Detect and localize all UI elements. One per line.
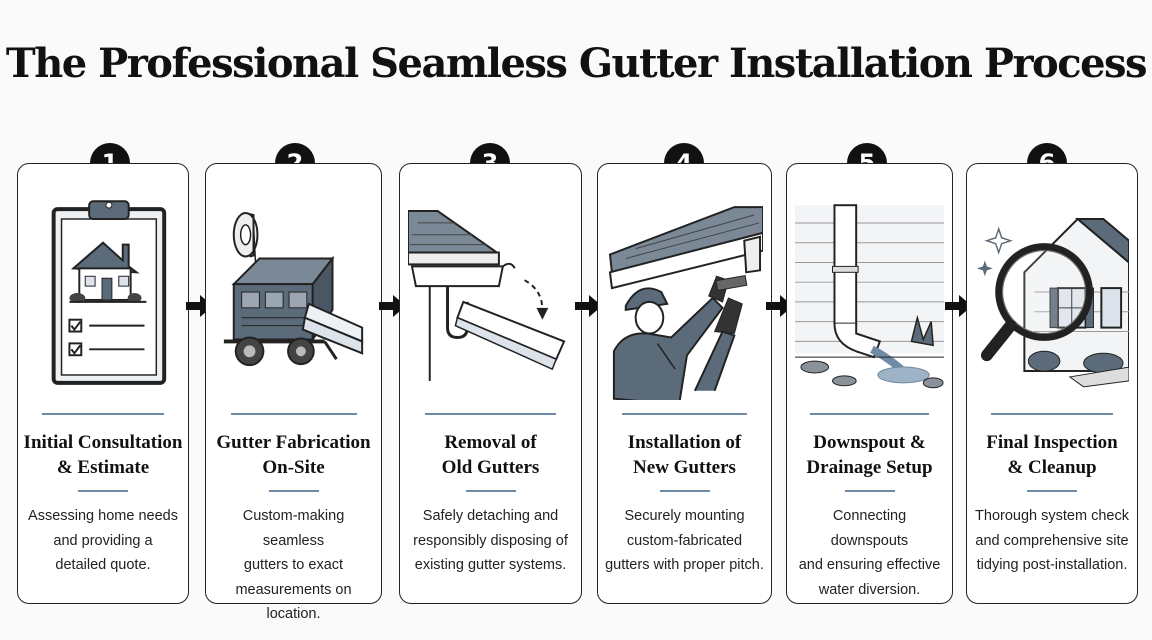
step-1-description: Assessing home needs and providing a det… xyxy=(28,508,178,573)
divider xyxy=(1027,490,1077,492)
step-3-description: Safely detaching and responsibly disposi… xyxy=(413,508,568,573)
divider xyxy=(78,490,128,492)
arrow-right-icon xyxy=(575,295,602,317)
step-2-title: Gutter Fabrication On-Site xyxy=(216,432,371,478)
step-6-description: Thorough system check and comprehensive … xyxy=(975,508,1129,573)
step-5-description: Connecting downspouts and ensuring effec… xyxy=(798,508,941,598)
step-5-title: Downspout & Drainage Setup xyxy=(806,432,933,478)
worker-installing-gutter-icon xyxy=(606,192,764,406)
divider xyxy=(659,490,710,492)
divider xyxy=(465,490,516,492)
step-4-card: Installation of New Gutters Securely mou… xyxy=(597,163,772,604)
arrow-right-icon xyxy=(945,295,972,317)
divider xyxy=(41,413,165,415)
step-3-card: Removal of Old Gutters Safely detaching … xyxy=(399,163,582,604)
divider xyxy=(990,413,1114,415)
step-4-title: Installation of New Gutters xyxy=(627,432,742,478)
divider xyxy=(268,490,319,492)
divider xyxy=(230,413,357,415)
gutter-machine-trailer-icon xyxy=(214,192,373,400)
step-6-card: Final Inspection & Cleanup Thorough syst… xyxy=(966,163,1138,604)
divider xyxy=(622,413,747,415)
step-1-title: Initial Consultation & Estimate xyxy=(23,432,183,478)
step-4-description: Securely mounting custom-fabricated gutt… xyxy=(605,508,764,573)
downspout-drainage-icon xyxy=(795,192,944,400)
magnifier-house-icon xyxy=(975,192,1130,400)
step-6-title: Final Inspection & Cleanup xyxy=(986,432,1118,478)
step-2-description: Custom-making seamless gutters to exact … xyxy=(235,508,352,622)
gutter-removal-icon xyxy=(407,192,573,400)
page-title: The Professional Seamless Gutter Install… xyxy=(5,40,1148,87)
divider xyxy=(810,413,929,415)
divider xyxy=(844,490,895,492)
clipboard-house-icon xyxy=(26,192,180,400)
step-2-card: Gutter Fabrication On-Site Custom-making… xyxy=(205,163,382,622)
divider xyxy=(425,413,556,415)
step-5-card: Downspout & Drainage Setup Connecting do… xyxy=(786,163,953,604)
step-1-card: Initial Consultation & Estimate Assessin… xyxy=(17,163,189,604)
step-3-title: Removal of Old Gutters xyxy=(441,432,540,478)
